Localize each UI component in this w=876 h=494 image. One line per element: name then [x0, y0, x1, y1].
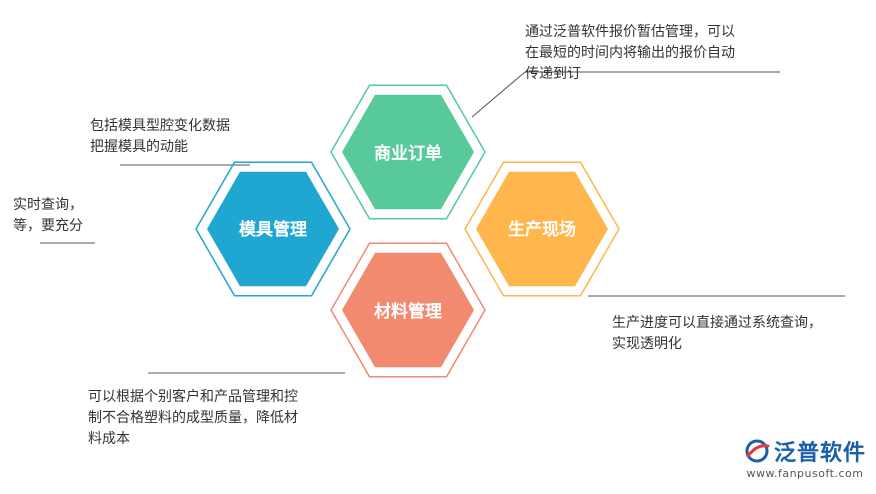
hex-fill: [342, 252, 474, 368]
note-line: 料成本: [88, 431, 130, 447]
logo-ring: [745, 439, 769, 463]
hex-fill: [207, 171, 339, 287]
hex-outer-ring: [464, 161, 620, 297]
note-line: 生产进度可以直接通过系统查询，: [612, 315, 822, 331]
hex-outer-ring: [195, 161, 351, 297]
note-line: 实现透明化: [612, 336, 682, 352]
note-line: 把握模具的动能: [90, 139, 188, 155]
note-line: 通过泛普软件报价暂估管理，可以: [525, 24, 735, 40]
note-left-upper: 包括模具型腔变化数据 把握模具的动能: [90, 116, 230, 158]
note-right: 生产进度可以直接通过系统查询， 实现透明化: [612, 313, 822, 355]
hex-fill: [342, 94, 474, 210]
hex-fill: [476, 171, 608, 287]
brand-name: 泛普软件: [773, 441, 866, 466]
note-line: 包括模具型腔变化数据: [90, 118, 230, 134]
connector-top: [471, 71, 526, 118]
note-line: 传递到订: [525, 66, 581, 82]
logo-swoosh: [746, 444, 770, 458]
note-line: 制不合格塑料的成型质量，降低材: [88, 410, 298, 426]
hex-label: 材料管理: [374, 301, 442, 322]
fanpu-logo-icon: [745, 439, 770, 463]
hexagon-material-management[interactable]: 材料管理: [330, 242, 486, 378]
hex-label: 商业订单: [374, 143, 442, 164]
hexagon-production-site[interactable]: 生产现场: [464, 161, 620, 297]
hexagon-commercial-order[interactable]: 商业订单: [330, 84, 486, 220]
note-line: 实时查询，: [13, 197, 83, 213]
note-line: 在最短的时间内将输出的报价自动: [525, 45, 735, 61]
hex-label: 生产现场: [508, 219, 576, 240]
hex-outer-ring: [330, 84, 486, 220]
note-left-mid: 实时查询， 等，要充分: [13, 195, 93, 237]
note-line: 可以根据个别客户和产品管理和控: [88, 389, 298, 405]
brand-url: www.fanpusoft.com: [746, 467, 864, 480]
note-line: 等，要充分: [13, 218, 83, 234]
note-top: 通过泛普软件报价暂估管理，可以 在最短的时间内将输出的报价自动 传递到订: [525, 22, 735, 85]
hex-label: 模具管理: [239, 219, 307, 240]
hexagon-mold-management[interactable]: 模具管理: [195, 161, 351, 297]
hex-outer-ring: [330, 242, 486, 378]
brand-logo-block: 泛普软件 www.fanpusoft.com: [744, 435, 866, 480]
connector-lines: [40, 71, 845, 374]
note-bottom: 可以根据个别客户和产品管理和控 制不合格塑料的成型质量，降低材 料成本: [88, 387, 298, 450]
